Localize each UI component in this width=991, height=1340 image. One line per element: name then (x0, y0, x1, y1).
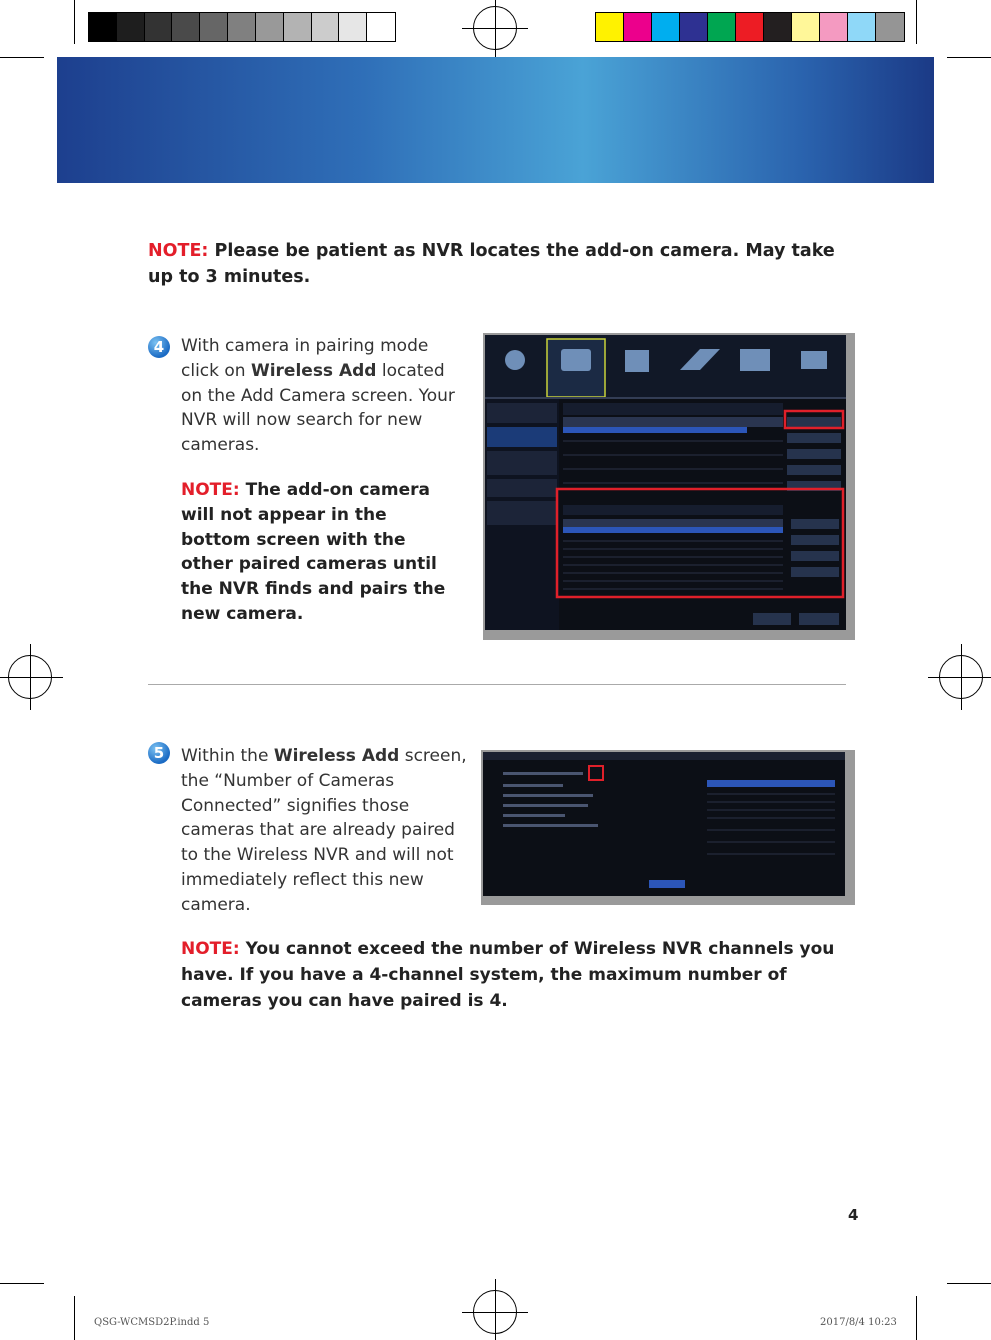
grayscale-color-bar (88, 12, 396, 42)
note-text: Please be patient as NVR locates the add… (148, 241, 835, 287)
note-text: The add-on camera will not appear in the… (181, 480, 446, 624)
footer-timestamp: 2017/8/4 10:23 (820, 1317, 897, 1328)
step-5-wireless-add: Wireless Add (273, 746, 400, 766)
nvr-add-camera-screenshot (483, 333, 855, 640)
step-4-text-part1: With camera in pairing mode click on (181, 336, 429, 381)
step-4-wireless-add: Wireless Add (250, 360, 377, 381)
nvr-screen-illustration (485, 335, 846, 630)
page-number: 4 (848, 1206, 859, 1224)
crop-mark-tl-h (0, 57, 44, 58)
section-divider (148, 684, 846, 685)
step-4-badge: 4 (148, 336, 170, 358)
note-label: NOTE: (148, 241, 209, 261)
crop-mark-tr-v (916, 0, 917, 44)
nvr-wireless-add-screenshot (481, 750, 855, 905)
step-5-note: NOTE: You cannot exceed the number of Wi… (181, 936, 861, 1014)
header-band (57, 57, 934, 183)
step-5-text-part2: screen, the “Number of Cameras Connected… (181, 746, 467, 915)
footer-filename: QSG-WCMSD2P.indd 5 (94, 1317, 210, 1328)
step-5-badge: 5 (148, 742, 170, 764)
crop-mark-bl-h (0, 1283, 44, 1284)
crop-mark-br-v (916, 1296, 917, 1340)
crop-mark-bl-v (74, 1296, 75, 1340)
note-text: You cannot exceed the number of Wireless… (181, 939, 835, 1011)
step-4-text-part2: located on the Add Camera screen. Your N… (181, 360, 455, 456)
registration-mark-bottom (462, 1279, 528, 1340)
registration-mark-right (928, 644, 991, 710)
crop-mark-tl-v (74, 0, 75, 44)
step-4-text: With camera in pairing mode click on Wir… (181, 334, 461, 458)
registration-mark-top (462, 0, 528, 61)
step-4-note: NOTE: The add-on camera will not appear … (181, 478, 456, 627)
cmyk-color-bar (595, 12, 905, 42)
top-note: NOTE: Please be patient as NVR locates t… (148, 238, 848, 290)
note-label: NOTE: (181, 939, 240, 959)
crop-mark-tr-h (947, 57, 991, 58)
step-5-text: Within the Wireless Add screen, the “Num… (181, 744, 471, 918)
crop-mark-br-h (947, 1283, 991, 1284)
note-label: NOTE: (181, 480, 240, 500)
wireless-add-illustration (483, 752, 845, 888)
step-5-text-part1: Within the (181, 746, 274, 766)
registration-mark-left (0, 644, 63, 710)
